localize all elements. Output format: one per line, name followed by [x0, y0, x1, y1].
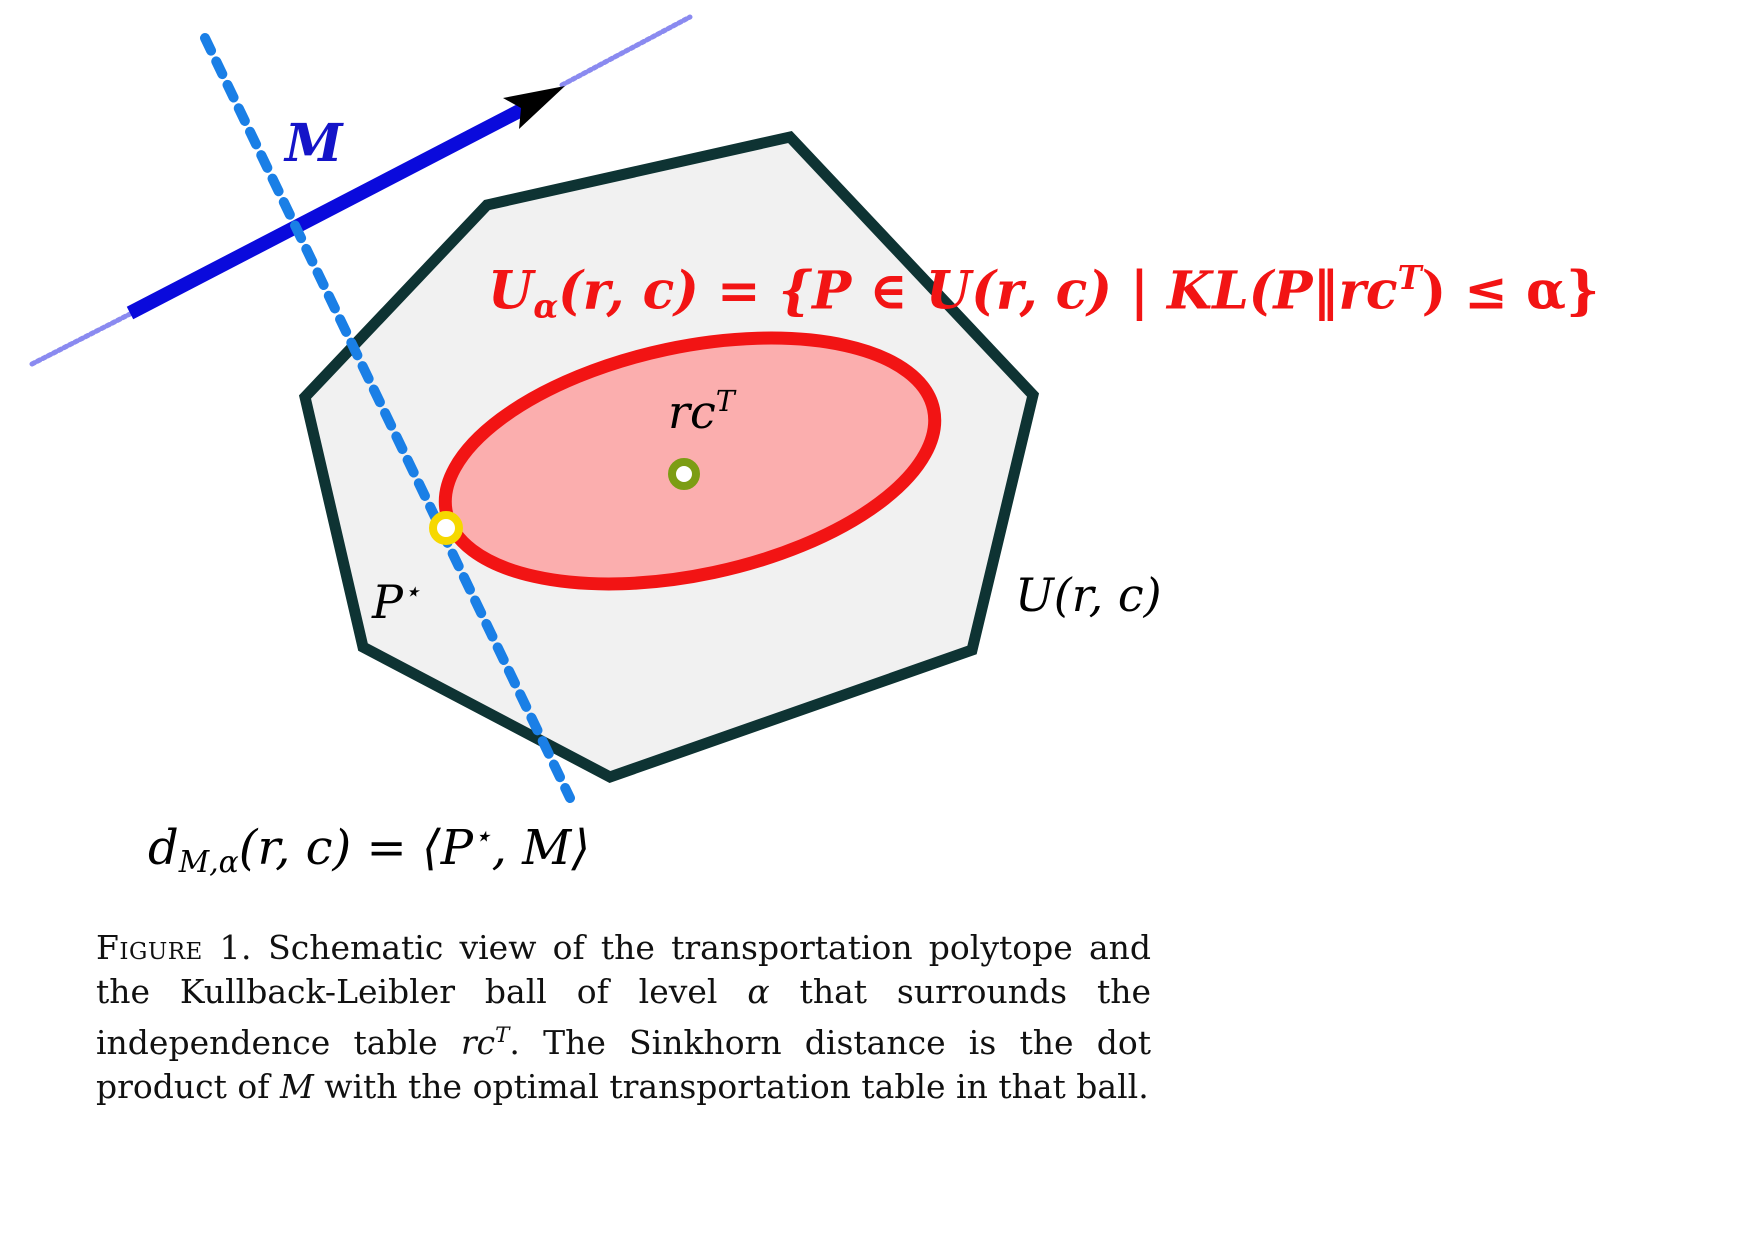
- cost-vector-extension-left: [29, 311, 133, 367]
- cost-vector-label: M: [285, 113, 343, 174]
- set-lhs-args: (r, c) = {P ∈ U(r, c) | KL(P‖rc: [558, 260, 1398, 322]
- set-rhs-tail: ) ≤ α}: [1421, 260, 1600, 322]
- cost-vector-arrowhead: [503, 86, 565, 129]
- polytope-label: U(r, c): [1015, 568, 1162, 622]
- caption-text-2: that surrounds the independence table: [96, 972, 1151, 1062]
- distance-tail: , M⟩: [491, 819, 591, 876]
- caption-rc: rc: [460, 1023, 496, 1062]
- center-label-main: rc: [668, 385, 716, 440]
- caption-rc-sup: T: [495, 1023, 510, 1048]
- distance-main: d: [148, 819, 179, 876]
- distance-subscript: M,α: [178, 845, 239, 881]
- set-superscript: T: [1397, 259, 1422, 297]
- set-lhs-symbol: U: [488, 260, 534, 322]
- figure-caption: Figure 1. Schematic view of the transpor…: [96, 926, 1151, 1109]
- caption-text-4: with the optimal transportation table in…: [313, 1067, 1149, 1106]
- caption-text-1: Schematic view of the transportation pol…: [96, 928, 1151, 1011]
- caption-figure-label: Figure 1.: [96, 928, 253, 967]
- center-label-sup: T: [715, 385, 735, 418]
- optimum-label: P⋆: [372, 575, 421, 625]
- set-lhs-subscript: α: [533, 287, 559, 326]
- cost-vector-extension-right: [559, 14, 693, 88]
- distance-superscript: ⋆: [473, 819, 492, 854]
- independence-table-label: rcT: [668, 385, 735, 435]
- caption-m: M: [279, 1067, 314, 1106]
- optimum-point: [429, 511, 463, 545]
- caption-alpha: α: [747, 972, 770, 1011]
- supporting-hyperplane: [200, 33, 575, 803]
- distance-equation: dM,α(r, c) = ⟨P⋆, M⟩: [148, 822, 590, 878]
- optimum-label-sup: ⋆: [402, 575, 421, 608]
- optimum-label-main: P: [372, 575, 403, 630]
- independence-table-point: [668, 458, 700, 490]
- cost-vector-shaft: [126, 100, 531, 320]
- caption-text-3: . The Sinkhorn distance is the dot produ…: [96, 1023, 1151, 1106]
- distance-rest: (r, c) = ⟨P: [238, 819, 474, 876]
- kl-ball-set-definition: Uα(r, c) = {P ∈ U(r, c) | KL(P‖rcT) ≤ α}: [488, 262, 1599, 323]
